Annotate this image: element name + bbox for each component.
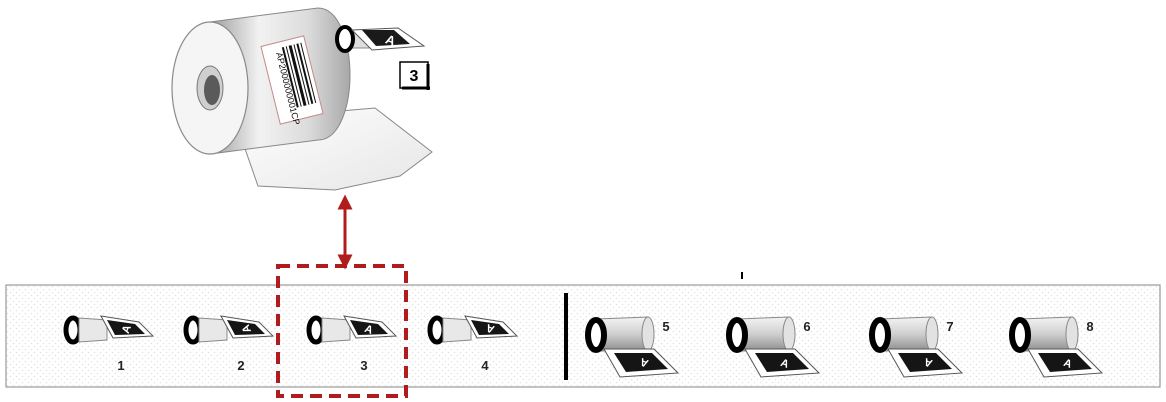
strip-frame [5, 284, 1161, 388]
option-number: 7 [946, 319, 953, 334]
orientation-option-5: A5 [585, 316, 680, 378]
label-print-area [1038, 353, 1092, 372]
orientation-option-1: A1 [63, 315, 155, 373]
roll-core-icon [63, 315, 83, 345]
label-print-area [898, 353, 952, 372]
label-letter: A [485, 321, 497, 335]
roll-end [641, 316, 655, 352]
orientation-option-3: A3 [306, 315, 398, 373]
roll-core-icon [1009, 317, 1031, 353]
roll-core-icon [183, 315, 203, 345]
option-number: 1 [117, 358, 124, 373]
main-label-roll: AP2000000001CP [171, 7, 433, 191]
paper-cone [78, 317, 108, 343]
orientation-option-8: A8 [1009, 316, 1104, 378]
roll-core-icon [427, 315, 447, 345]
label-letter: A [639, 355, 651, 369]
label-print-area [227, 320, 265, 335]
label-print-area [471, 320, 509, 335]
label-print-area [107, 320, 145, 335]
roll-core-icon [585, 317, 607, 353]
label-letter: A [240, 323, 254, 335]
paper-cone [321, 317, 351, 343]
option-number: 4 [481, 358, 489, 373]
paper-cone [442, 317, 472, 343]
option-number: 8 [1086, 319, 1093, 334]
orientation-option-7: A7 [869, 316, 964, 378]
label-print-area [755, 353, 809, 372]
reference-number: 3 [410, 68, 419, 85]
roll-end [782, 316, 796, 352]
roll-end [925, 316, 939, 352]
barcode-label: AP2000000001CP [260, 35, 324, 126]
option-number: 5 [662, 319, 669, 334]
option-number: 3 [360, 358, 367, 373]
paper-cone [198, 317, 228, 343]
label-letter: A [363, 323, 375, 337]
roll-end [1065, 316, 1079, 352]
orientation-option-4: A4 [427, 315, 519, 373]
label-letter: A [120, 324, 134, 336]
orientation-option-6: A6 [726, 316, 821, 378]
roll-core-icon [726, 317, 748, 353]
label-print-area [614, 353, 668, 372]
option-number: 6 [803, 319, 810, 334]
roll-core-icon [306, 315, 326, 345]
roll-core-icon [869, 317, 891, 353]
orientation-option-2: A2 [183, 315, 275, 373]
label-print-area [350, 320, 388, 335]
label-letter: A [779, 357, 791, 371]
barcode-icon [281, 42, 317, 108]
label-letter: A [923, 355, 935, 369]
reference-orientation-badge: A 3 [335, 25, 430, 90]
selected-option-highlight [276, 264, 408, 398]
label-letter: A [1062, 357, 1074, 371]
option-number: 2 [237, 358, 244, 373]
